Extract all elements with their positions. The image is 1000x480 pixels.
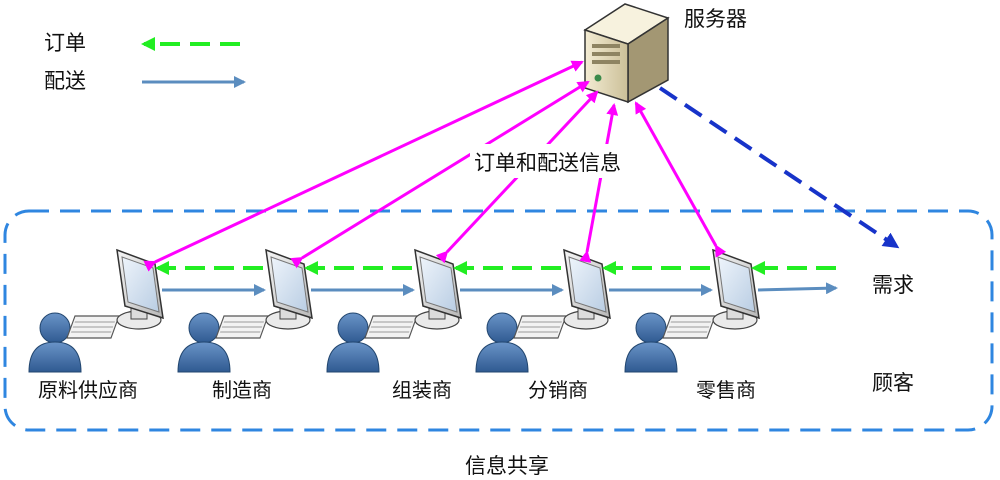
legend-order-label: 订单: [44, 31, 86, 55]
info-link-distributor: [579, 103, 619, 263]
legend-delivery-label: 配送: [44, 69, 86, 93]
delivery-arrow-5: [757, 282, 838, 295]
node-label-distributor: 分销商: [528, 378, 588, 402]
node-label-retailer: 零售商: [696, 378, 756, 402]
node-label-supplier: 原料供应商: [38, 378, 138, 402]
info-sharing-label: 信息共享: [465, 454, 549, 478]
demand-label: 需求: [872, 273, 914, 297]
customer-label: 顾客: [872, 371, 914, 395]
server-tower-icon: [583, 3, 670, 104]
node-label-assembler: 组装商: [392, 378, 452, 402]
node-supplier-workstation: [28, 249, 164, 373]
center-label-backdrop: [470, 144, 656, 178]
node-label-manufacturer: 制造商: [212, 378, 272, 402]
demand-arrow: [658, 86, 900, 249]
info-link-retailer: [634, 101, 727, 258]
center-label: 订单和配送信息: [474, 151, 621, 175]
server-label: 服务器: [684, 7, 747, 31]
